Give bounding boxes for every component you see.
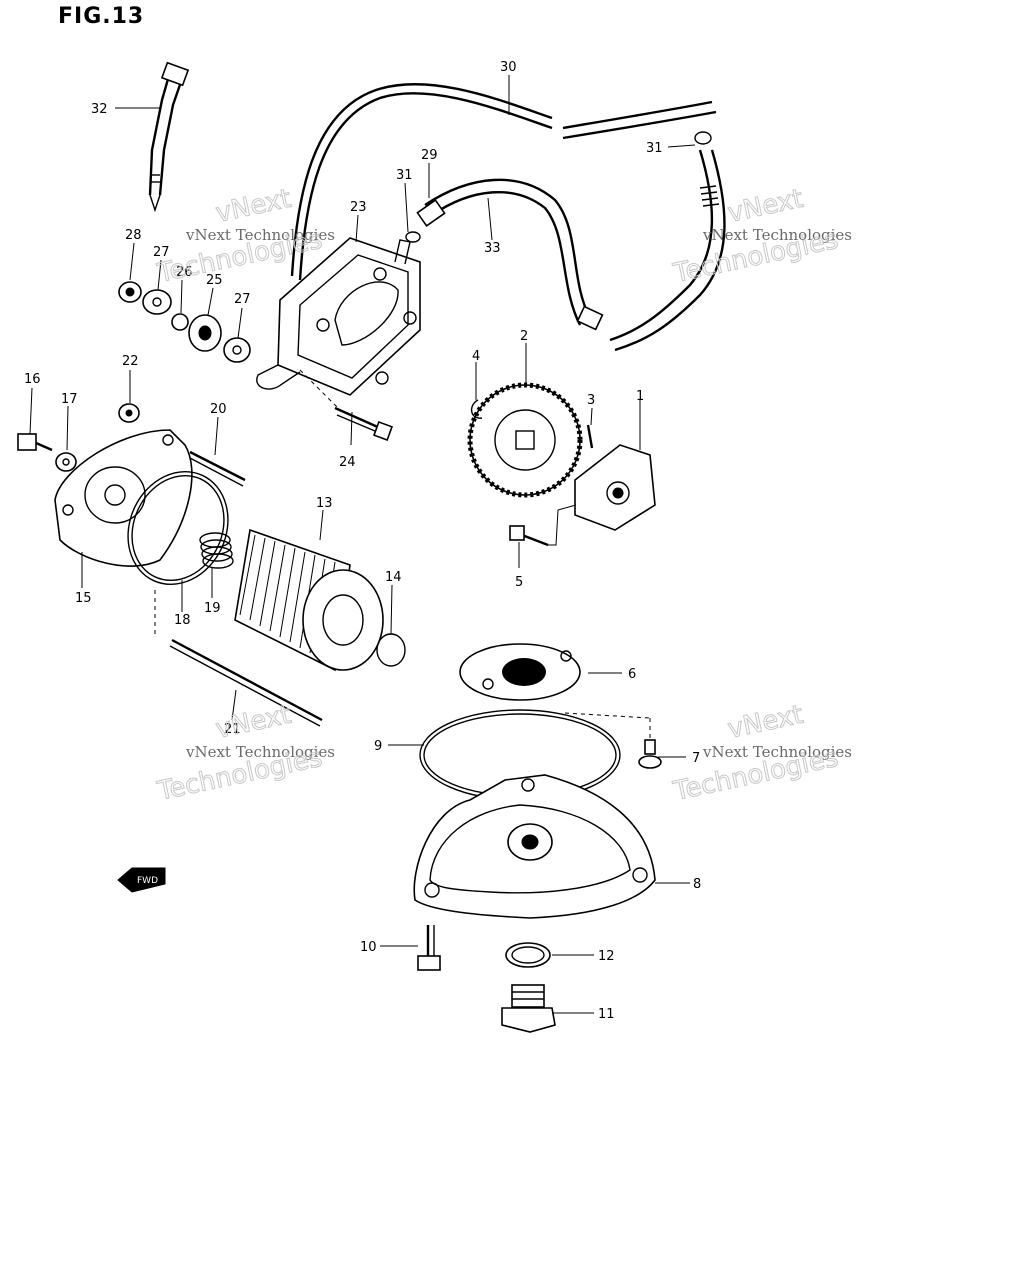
- drive-gear-2: [467, 382, 583, 498]
- watermark-bottom-left: vNext Technologies vNext Technologies: [154, 699, 335, 807]
- svg-text:vNext Technologies: vNext Technologies: [702, 743, 852, 761]
- callout-32: 32: [91, 102, 108, 117]
- callout-11: 11: [598, 1007, 615, 1022]
- grommet-25: [188, 314, 222, 352]
- stud-20: [189, 450, 246, 487]
- callout-18: 18: [174, 613, 191, 628]
- callout-20: 20: [210, 402, 227, 417]
- svg-text:vNext Technologies: vNext Technologies: [702, 226, 852, 244]
- callout-14: 14: [385, 570, 402, 585]
- callout-28: 28: [125, 228, 142, 243]
- collar-26: [171, 313, 189, 331]
- callout-27-right: 27: [234, 292, 251, 307]
- bolt-16: [17, 433, 53, 452]
- hose-33: [416, 178, 604, 331]
- o-ring-14: [376, 633, 406, 667]
- pin-3: [586, 424, 594, 449]
- callout-26: 26: [176, 265, 193, 280]
- callout-33: 33: [484, 241, 501, 256]
- svg-text:vNext: vNext: [213, 700, 294, 745]
- spring-19: [199, 532, 234, 569]
- callout-24: 24: [339, 455, 356, 470]
- callout-2: 2: [520, 329, 528, 344]
- fwd-arrow: FWD: [117, 867, 166, 893]
- fwd-label: FWD: [137, 876, 158, 886]
- hose-clip-31-right: [694, 131, 712, 145]
- callout-6: 6: [628, 667, 636, 682]
- hose-30-ribs: [699, 185, 720, 207]
- strainer-plate-6: [459, 643, 581, 701]
- callout-10: 10: [360, 940, 377, 955]
- dashed-guides: [154, 369, 651, 740]
- callout-12: 12: [598, 949, 615, 964]
- svg-text:vNext: vNext: [725, 700, 806, 745]
- svg-text:vNext Technologies: vNext Technologies: [185, 226, 335, 244]
- dipstick-32: [148, 61, 190, 213]
- callout-1: 1: [636, 389, 644, 404]
- washer-12: [505, 942, 551, 968]
- washer-27-left: [142, 289, 172, 315]
- callout-9: 9: [374, 739, 382, 754]
- callout-3: 3: [587, 393, 595, 408]
- pump-body-23: [256, 237, 421, 396]
- nut-28: [118, 281, 142, 303]
- oil-pan-8: [413, 774, 656, 919]
- callout-numbers: 1 2 3 4 5 6 7 8 9 10 11 12 13 14 15 16 1…: [24, 60, 701, 1022]
- callout-23: 23: [350, 200, 367, 215]
- callout-22: 22: [122, 354, 139, 369]
- callout-13: 13: [316, 496, 333, 511]
- callout-17: 17: [61, 392, 78, 407]
- leader-lines: [29, 75, 696, 1014]
- callout-5: 5: [515, 575, 523, 590]
- callout-8: 8: [693, 877, 701, 892]
- callout-21: 21: [224, 722, 241, 737]
- stud-21: [169, 638, 323, 727]
- watermark-top-right: vNext Technologies vNext Technologies: [670, 183, 852, 289]
- callout-19: 19: [204, 601, 221, 616]
- screw-7: [638, 739, 662, 769]
- circlip-4: [471, 399, 483, 419]
- filter-cap-15: [54, 429, 193, 567]
- bolt-24: [334, 406, 393, 441]
- callout-30: 30: [500, 60, 517, 75]
- leader-5-1: [548, 504, 577, 546]
- nut-22: [118, 403, 140, 423]
- callout-31-right: 31: [646, 141, 663, 156]
- watermark-top-left: vNext Technologies vNext Technologies: [154, 183, 335, 289]
- washer-17: [55, 452, 77, 472]
- callout-25: 25: [206, 273, 223, 288]
- oil-pump-1: [574, 444, 656, 531]
- callout-7: 7: [692, 751, 700, 766]
- hose-clip-31-left: [405, 231, 421, 243]
- bolt-10: [417, 925, 441, 971]
- callout-16: 16: [24, 372, 41, 387]
- callout-4: 4: [472, 349, 480, 364]
- svg-text:vNext: vNext: [725, 184, 806, 229]
- hose-30: [290, 83, 726, 352]
- washer-27-right: [223, 337, 251, 363]
- svg-text:vNext: vNext: [213, 184, 294, 229]
- svg-text:vNext Technologies: vNext Technologies: [185, 743, 335, 761]
- callout-31-left: 31: [396, 168, 413, 183]
- figure-title: FIG.13: [58, 4, 145, 29]
- drain-plug-11: [501, 984, 556, 1033]
- callout-27-left: 27: [153, 245, 170, 260]
- callout-15: 15: [75, 591, 92, 606]
- bolt-5: [509, 525, 549, 547]
- oil-filter-13: [234, 528, 384, 672]
- callout-29: 29: [421, 148, 438, 163]
